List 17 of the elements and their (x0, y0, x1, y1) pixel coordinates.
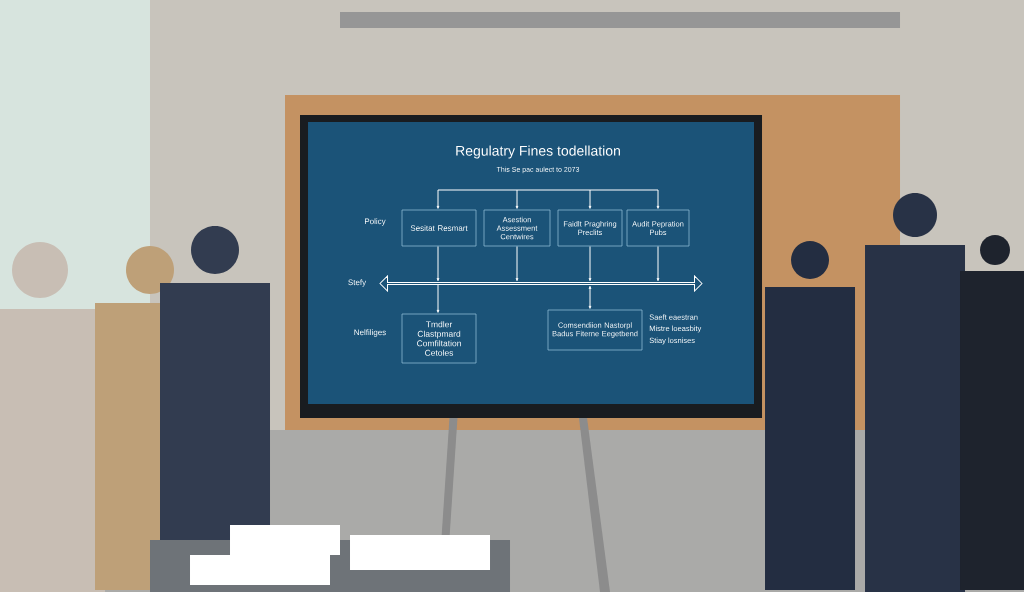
row-label: Policy (365, 218, 386, 226)
arrow (656, 245, 660, 282)
title: Regulatry Fines todellation (456, 145, 620, 159)
arrow (588, 189, 592, 209)
double-arrow-bar (379, 275, 703, 292)
arrow (436, 284, 440, 313)
process-box: Sesitat Resmart (401, 209, 477, 247)
arrow (436, 245, 440, 282)
arrow (588, 285, 592, 309)
arrow (588, 245, 592, 282)
arrow (515, 189, 519, 209)
row-label: Nelfiliges (354, 329, 386, 337)
process-box: Tmdler Clastpmard Comfiltation Cetoles (401, 313, 477, 364)
arrow (436, 189, 440, 209)
arrow (515, 245, 519, 282)
row-label: Stefy (348, 279, 367, 287)
arrow (656, 189, 660, 209)
